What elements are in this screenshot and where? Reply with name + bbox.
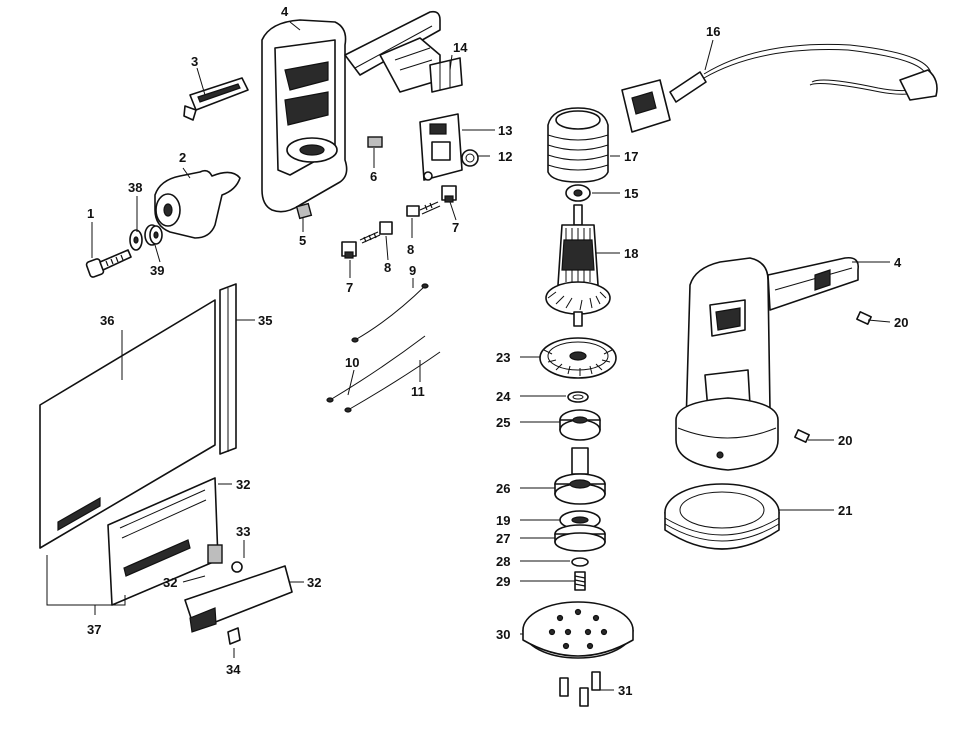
pad-washer-part (571, 557, 589, 567)
brush-holder-part (341, 185, 457, 259)
part-number-labels: 4 3 2 38 1 39 5 6 7 7 8 8 9 10 11 14 13 … (87, 4, 908, 698)
label-part-2: 2 (179, 150, 186, 165)
sanding-pad-part (522, 601, 634, 659)
label-part-38: 38 (128, 180, 142, 195)
label-part-25: 25 (496, 415, 510, 430)
label-part-14: 14 (453, 40, 468, 55)
label-part-32: 32 (307, 575, 321, 590)
pad-screw-part (574, 571, 586, 591)
label-part-20: 20 (838, 433, 852, 448)
label-part-37: 37 (87, 622, 101, 637)
label-part-16: 16 (706, 24, 720, 39)
fan-part (539, 337, 617, 379)
small-insert-part (367, 136, 383, 148)
power-cord-part (621, 43, 938, 133)
field-coil-part (547, 107, 609, 183)
switch-part (419, 113, 463, 181)
label-part-18: 18 (624, 246, 638, 261)
label-part-15: 15 (624, 186, 638, 201)
retaining-ring-part (567, 391, 589, 403)
dust-skirt-part (664, 483, 780, 550)
label-part-35: 35 (258, 313, 272, 328)
washer-part (129, 229, 143, 251)
label-part-24: 24 (496, 389, 511, 404)
capacitor-part (461, 149, 479, 167)
pad-fixing-screw-part (559, 671, 601, 707)
label-part-11: 11 (411, 384, 425, 399)
label-part-33: 33 (236, 524, 250, 539)
housing-screw-part (794, 311, 872, 443)
label-part-31: 31 (618, 683, 632, 698)
label-part-27: 27 (496, 531, 510, 546)
label-part-17: 17 (624, 149, 638, 164)
label-part-8: 8 (407, 242, 414, 257)
spring-washer-part (144, 224, 163, 246)
label-part-13: 13 (498, 123, 512, 138)
label-part-12: 12 (498, 149, 512, 164)
lower-bearing-part (554, 510, 606, 552)
leader-lines (46, 21, 891, 691)
screw-part (85, 249, 132, 278)
label-sheet-part (39, 283, 237, 549)
label-part-9: 9 (409, 263, 416, 278)
label-part-26: 26 (496, 481, 510, 496)
carbon-brush-part (359, 201, 441, 244)
eccentric-shaft-part (554, 447, 606, 505)
label-part-23: 23 (496, 350, 510, 365)
label-part-7: 7 (452, 220, 459, 235)
label-part-28: 28 (496, 554, 510, 569)
ball-bearing-part (559, 409, 601, 441)
small-nut-part (295, 202, 313, 220)
side-handle-knob-part (154, 169, 241, 239)
label-part-20: 20 (894, 315, 908, 330)
label-part-4: 4 (894, 255, 902, 270)
label-part-32: 32 (163, 575, 177, 590)
assembled-sander-part (675, 256, 860, 471)
nameplate-part (107, 477, 293, 645)
label-part-6: 6 (370, 169, 377, 184)
label-part-1: 1 (87, 206, 94, 221)
armature-part (545, 204, 611, 327)
cover-strip-part (183, 77, 249, 121)
label-part-10: 10 (345, 355, 359, 370)
label-part-34: 34 (226, 662, 241, 677)
label-part-21: 21 (838, 503, 852, 518)
label-part-32: 32 (236, 477, 250, 492)
label-part-29: 29 (496, 574, 510, 589)
label-part-7: 7 (346, 280, 353, 295)
label-part-30: 30 (496, 627, 510, 642)
label-part-39: 39 (150, 263, 164, 278)
label-part-3: 3 (191, 54, 198, 69)
label-part-4: 4 (281, 4, 289, 19)
terminal-block-part (429, 57, 463, 93)
label-part-8: 8 (384, 260, 391, 275)
wire-part (326, 283, 441, 413)
label-part-19: 19 (496, 513, 510, 528)
label-part-36: 36 (100, 313, 114, 328)
housing-half-part (261, 10, 441, 213)
label-part-5: 5 (299, 233, 306, 248)
bearing-top-part (565, 184, 591, 202)
